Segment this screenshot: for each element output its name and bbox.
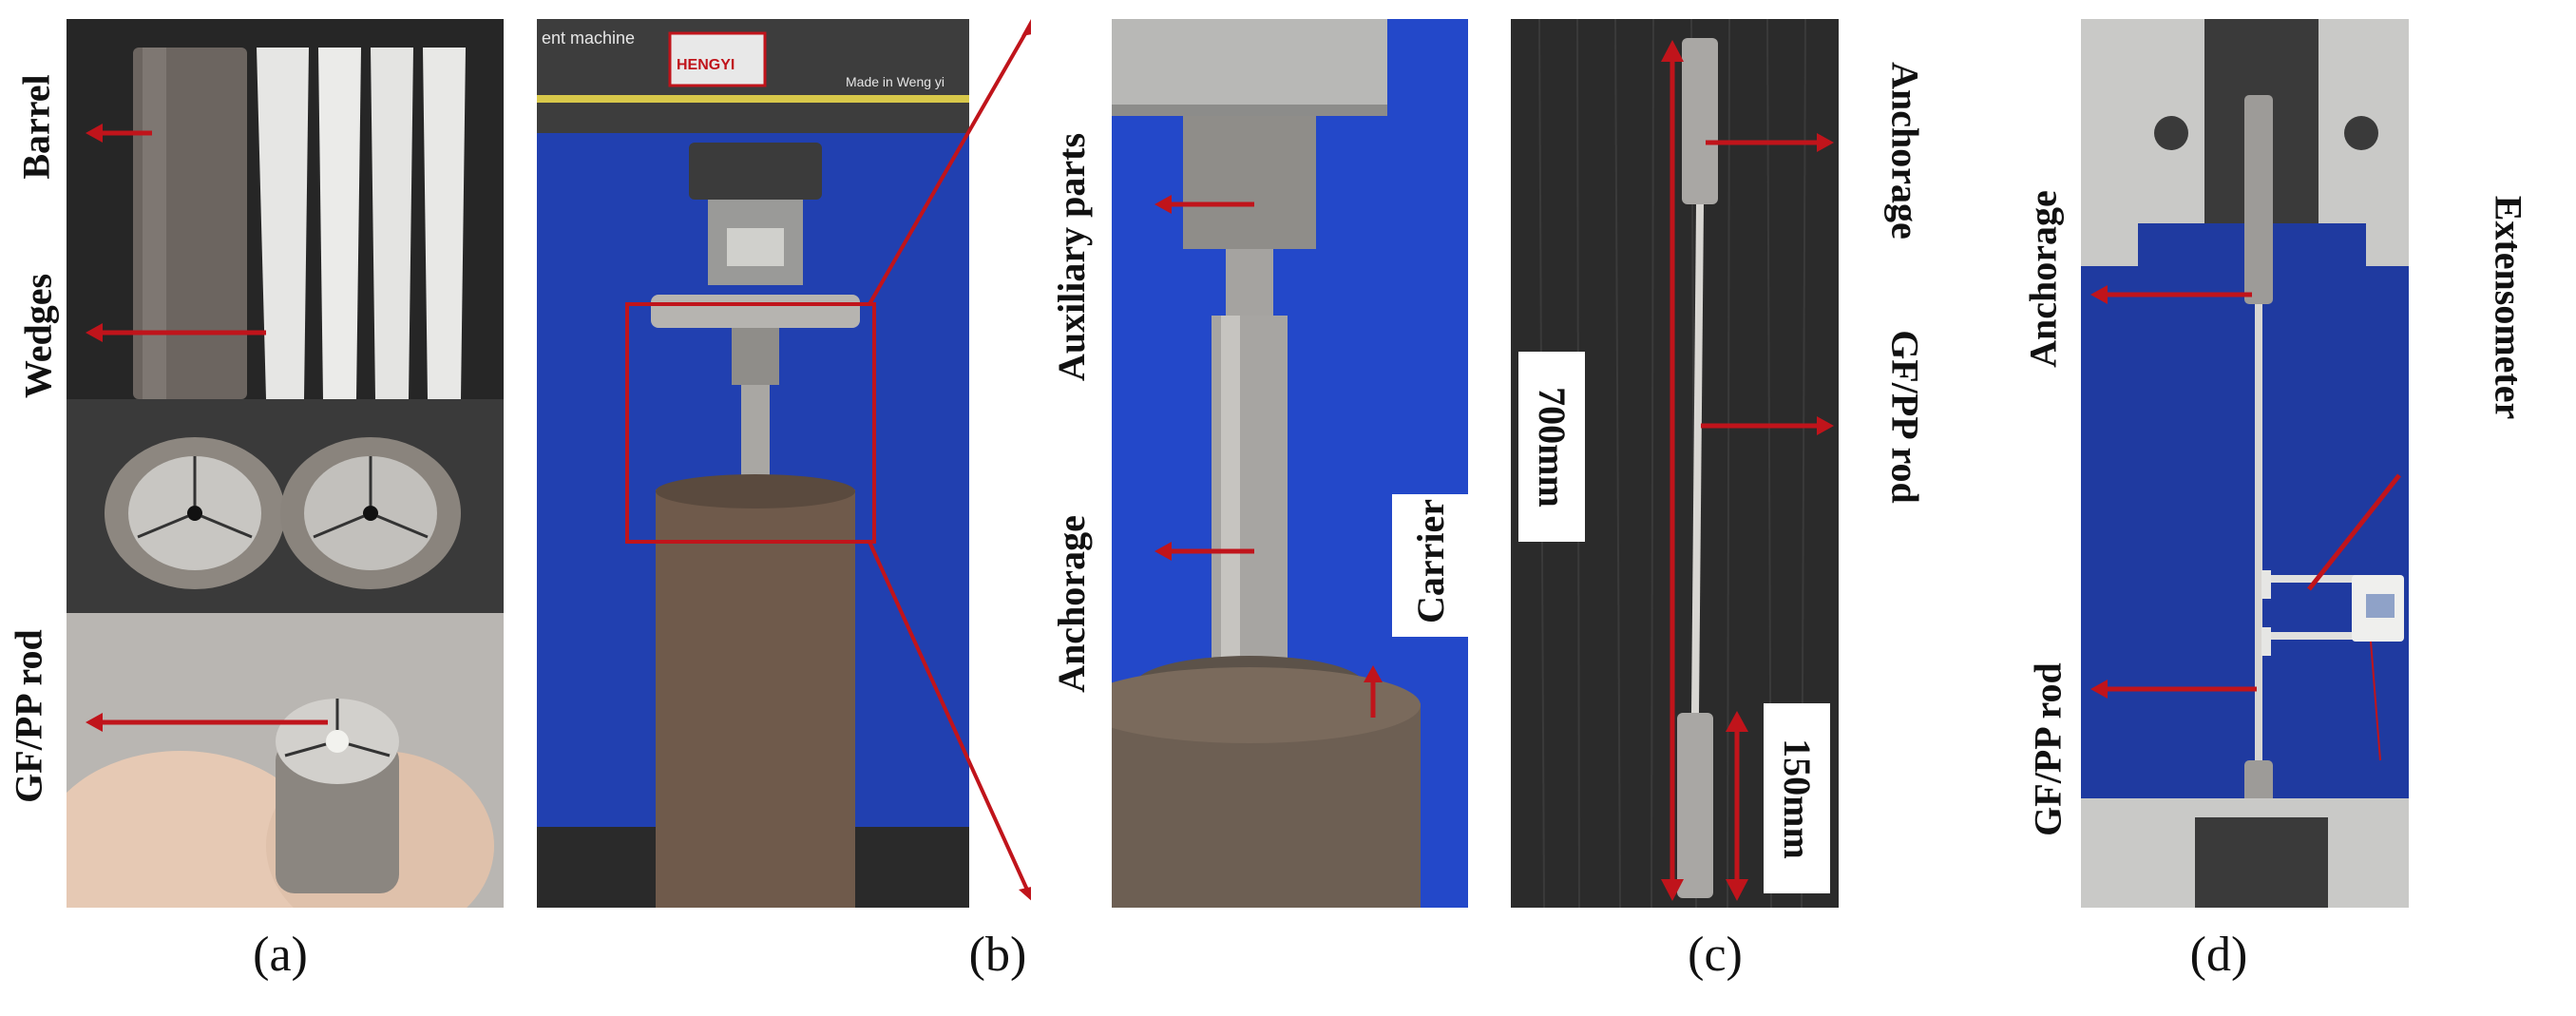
panel-b-illustration	[537, 19, 969, 908]
caption-d: (d)	[2189, 928, 2248, 982]
auxiliary-plate	[651, 295, 860, 328]
panel-d-photo	[2081, 19, 2409, 908]
wedge	[371, 48, 413, 399]
anchorage-label-box-b: Anchorage	[1031, 456, 1112, 751]
auxiliary-parts	[1183, 116, 1316, 249]
label-gfpp-rod-c: GF/PP rod	[1883, 330, 1927, 504]
load-cell	[689, 143, 822, 200]
label-700mm-box: 700mm	[1518, 352, 1585, 542]
wedge	[423, 48, 466, 399]
panel-c-illustration	[1538, 19, 1834, 908]
label-150mm: 150mm	[1775, 738, 1819, 859]
hand	[67, 751, 323, 908]
panel-a-photo	[67, 19, 504, 908]
zoom-region-box	[625, 302, 876, 544]
label-gfpp-rod-a: GF/PP rod	[7, 629, 50, 803]
label-anchorage-b: Anchorage	[1050, 514, 1094, 693]
rod-assembly	[276, 741, 399, 893]
carrier	[656, 489, 855, 908]
label-anchorage-d: Anchorage	[2021, 190, 2065, 368]
auxiliary-parts-label-box: Auxiliary parts	[1031, 76, 1112, 437]
label-auxiliary-parts: Auxiliary parts	[1050, 132, 1093, 381]
made-in-text: Made in Weng yi	[846, 74, 945, 89]
gfpp-rod	[1691, 203, 1704, 714]
label-extensometer: Extensometer	[2487, 195, 2530, 420]
brand-plate	[668, 31, 767, 87]
label-wedges: Wedges	[16, 273, 60, 399]
label-anchorage-c: Anchorage	[1883, 62, 1927, 240]
label-150mm-box: 150mm	[1764, 703, 1830, 893]
label-carrier: Carrier	[1408, 498, 1452, 623]
caption-a: (a)	[253, 928, 308, 982]
caption-c: (c)	[1688, 928, 1743, 982]
anchorage-upper	[2244, 95, 2273, 304]
caption-b: (b)	[968, 928, 1027, 982]
upper-head	[1112, 19, 1387, 105]
panel-a-illustration	[67, 19, 504, 908]
panel-d-illustration	[2081, 19, 2409, 908]
wedge	[257, 48, 309, 399]
label-barrel: Barrel	[14, 74, 58, 180]
anchorage-top	[1682, 38, 1718, 204]
arrow	[2307, 473, 2401, 591]
brand-name: HENGYI	[677, 57, 735, 73]
anchorage	[741, 385, 770, 489]
anchorage-bottom	[1677, 713, 1713, 898]
wedge	[318, 48, 361, 399]
panel-b-photo	[537, 19, 969, 908]
machine-text: ent machine	[542, 29, 636, 48]
label-700mm: 700mm	[1530, 386, 1574, 508]
label-gfpp-rod-d: GF/PP rod	[2026, 662, 2070, 836]
carrier-label-box: Carrier	[1392, 494, 1468, 627]
